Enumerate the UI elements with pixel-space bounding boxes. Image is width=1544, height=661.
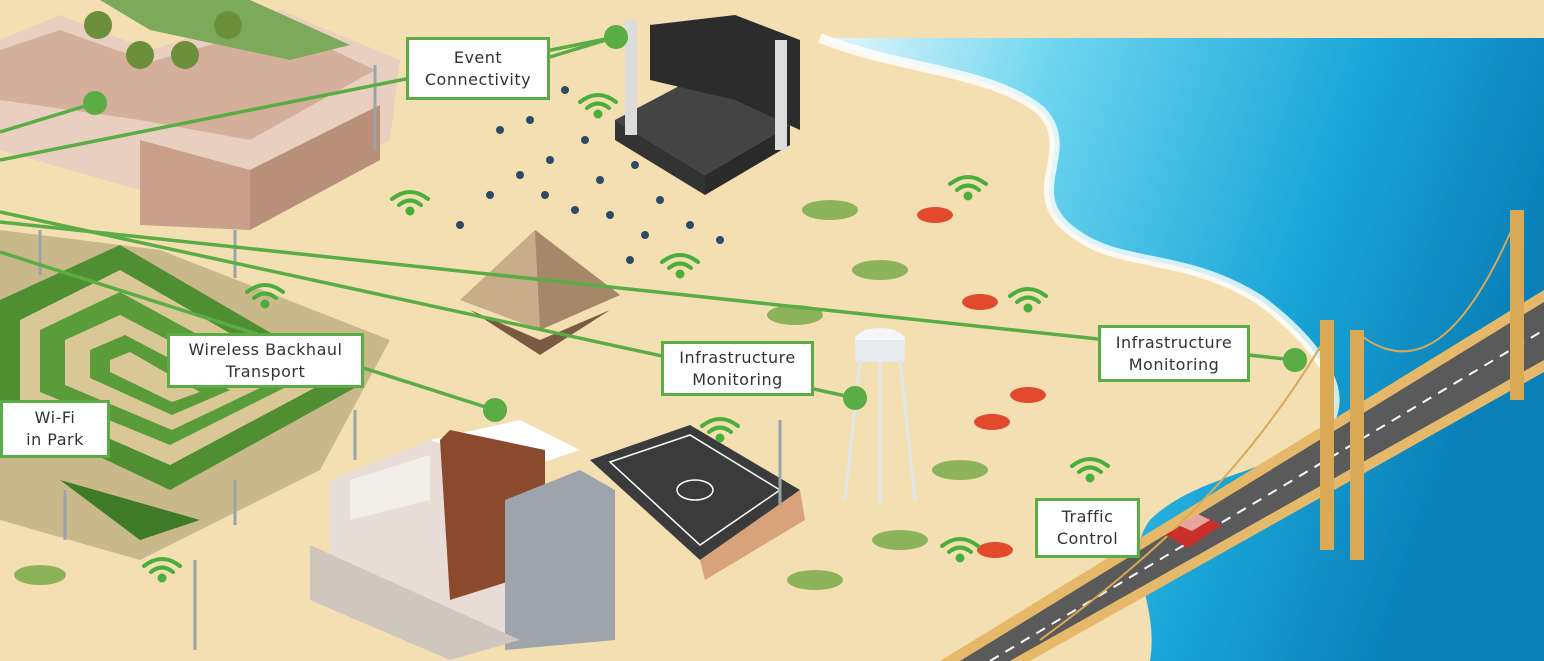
radio-node-icon (843, 386, 867, 410)
wifi-icon (1070, 457, 1110, 483)
label-line: Wireless Backhaul (188, 339, 343, 359)
label-line: Control (1056, 529, 1119, 548)
radio-node-icon (604, 25, 628, 49)
label-line: Monitoring (1128, 354, 1220, 374)
label-line: Wi-Fi (34, 408, 76, 427)
label-line: Traffic (1061, 507, 1114, 526)
label-line: Event (453, 47, 503, 67)
water-tower (843, 328, 917, 505)
wifi-icons (142, 93, 1110, 583)
suspension-bridge (940, 210, 1544, 661)
umbrella-icon (917, 207, 1046, 558)
car-icon (1165, 514, 1222, 548)
wifi-icon (1008, 287, 1048, 313)
crowd (456, 86, 724, 264)
wifi-icon (660, 253, 700, 279)
label-event-connectivity: Event Connectivity (406, 37, 550, 100)
wifi-icon (245, 283, 285, 309)
concert-stage (615, 15, 800, 195)
label-line: Infrastructure (679, 347, 796, 367)
office-building-bottom (310, 420, 615, 660)
link-infra-right (0, 220, 1296, 362)
label-infrastructure-right: Infrastructure Monitoring (1098, 325, 1250, 382)
wifi-icon (142, 557, 182, 583)
label-line: in Park (26, 430, 84, 449)
radio-nodes (83, 25, 1307, 422)
label-wifi-park: Wi-Fi in Park (0, 400, 110, 458)
label-line: Infrastructure (1115, 332, 1233, 352)
label-line: Transport (225, 361, 306, 381)
street-lamp-icon (38, 65, 782, 650)
label-line: Monitoring (692, 369, 783, 389)
label-line: Connectivity (424, 69, 532, 89)
palm-tree-icon (14, 200, 988, 590)
wifi-icon (940, 537, 980, 563)
radio-node-icon (1283, 348, 1307, 372)
wifi-icon (700, 417, 740, 443)
link-building (0, 101, 96, 134)
label-wireless-backhaul: Wireless Backhaul Transport (167, 333, 364, 388)
label-infrastructure-center: Infrastructure Monitoring (661, 341, 814, 396)
office-building-topleft (0, 0, 400, 230)
link-event-label (539, 35, 617, 62)
wifi-icon (390, 190, 430, 216)
label-traffic-control: Traffic Control (1035, 498, 1140, 558)
radio-node-icon (83, 91, 107, 115)
wifi-icon (948, 175, 988, 201)
radio-node-icon (483, 398, 507, 422)
shoreline-foam (818, 33, 1340, 423)
wifi-icon (578, 93, 618, 119)
link-backhaul (0, 250, 496, 412)
